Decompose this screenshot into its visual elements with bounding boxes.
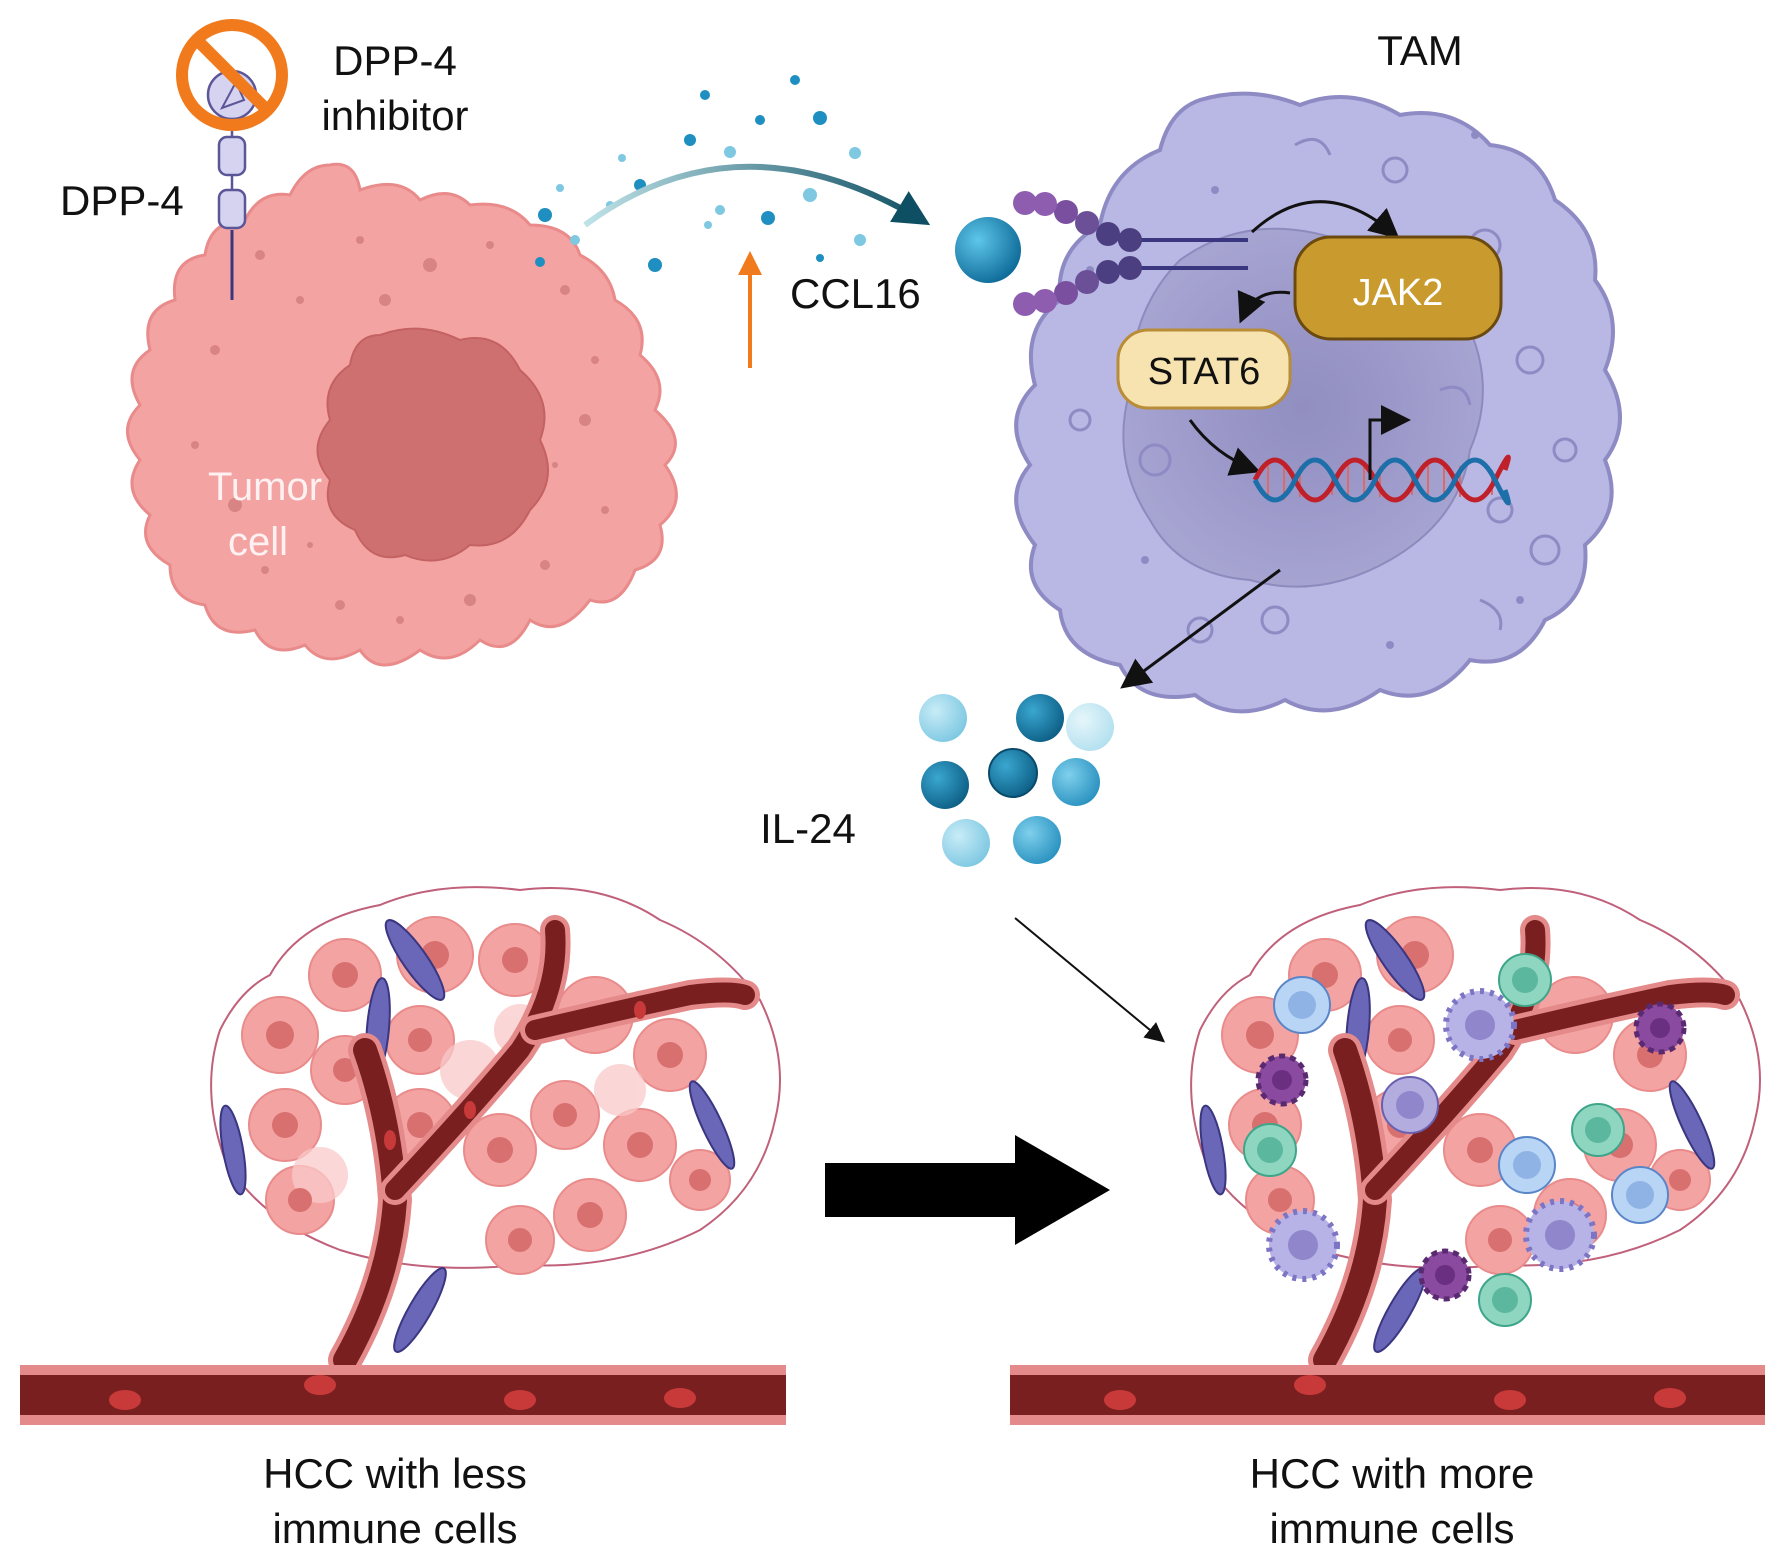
tumor-cell-label-line1: Tumor: [208, 465, 322, 509]
ccl16-label: CCL16: [790, 270, 921, 317]
dendritic-cells: [1255, 1001, 1687, 1302]
ccl16-particles: [535, 75, 866, 272]
ccl16-secretion-arrow: [583, 163, 931, 228]
hcc-less-label-line2: immune cells: [272, 1505, 517, 1552]
ccl16-ligand: [955, 217, 1021, 283]
tumor-cell: Tumor cell: [126, 162, 678, 667]
hcc-more-immune: [1010, 886, 1765, 1425]
hcc-less-immune: [20, 886, 786, 1425]
dpp4-inhibitor-icon: [176, 19, 288, 131]
hcc-more-label-line1: HCC with more: [1250, 1450, 1535, 1497]
il24-cluster: [919, 694, 1114, 867]
lymphocytes-teal: [1243, 953, 1625, 1327]
jak2-label: JAK2: [1353, 272, 1444, 314]
receptor-to-jak2-arrow: [1250, 200, 1400, 239]
il24-label: IL-24: [760, 805, 856, 852]
stat6-to-dna-arrow: [1188, 419, 1261, 476]
macrophages-spiky: [1266, 988, 1597, 1282]
tumor-cell-label-line2: cell: [228, 520, 288, 564]
stat6-label: STAT6: [1148, 351, 1261, 393]
tam-cell: [1014, 91, 1622, 714]
dpp4-inhibitor-label-line1: DPP-4: [333, 37, 457, 84]
tam-to-il24-arrow: [1120, 568, 1281, 689]
stat6-box: STAT6: [1116, 328, 1292, 410]
tam-label: TAM: [1377, 27, 1463, 74]
dpp4-inhibitor-label-line2: inhibitor: [321, 92, 468, 139]
hcc-more-label-line2: immune cells: [1269, 1505, 1514, 1552]
ccl16-receptor: [1013, 191, 1248, 316]
il24-to-hcc-arrow: [1014, 917, 1166, 1043]
lymphocytes-blue: [1273, 976, 1669, 1224]
hcc-less-label-line1: HCC with less: [263, 1450, 527, 1497]
jak2-box: JAK2: [1293, 235, 1503, 341]
transition-arrow: [825, 1135, 1110, 1245]
jak2-to-stat6-arrow: [1237, 290, 1291, 324]
dpp4-label: DPP-4: [60, 177, 184, 224]
dna-helix: [1252, 405, 1511, 506]
